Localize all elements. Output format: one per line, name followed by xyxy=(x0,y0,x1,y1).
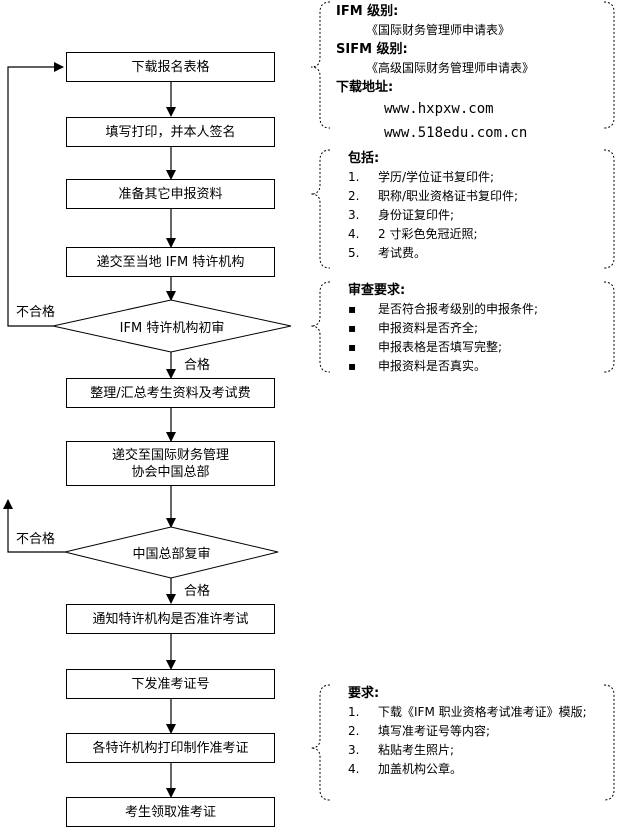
list-marker: 2. xyxy=(348,724,360,738)
note-ifm-level: IFM 级别: xyxy=(336,4,399,19)
step-submit-hq: 递交至国际财务管理 协会中国总部 xyxy=(66,441,275,486)
note-address-title: 下载地址: xyxy=(336,80,394,95)
step-print-ticket-label: 各特许机构打印制作准考证 xyxy=(92,740,249,756)
list-text: 粘贴考生照片; xyxy=(378,743,455,757)
list-item: 2. 填写准考证号等内容; xyxy=(348,722,610,741)
list-item: ▪ 是否符合报考级别的申报条件; xyxy=(348,300,610,319)
step-fill-print-sign: 填写打印，并本人签名 xyxy=(66,117,275,147)
diamond-ifm-review xyxy=(52,299,292,353)
edge-label-fail-2: 不合格 xyxy=(16,532,56,547)
brace-left-3 xyxy=(310,281,331,373)
step-prepare-materials: 准备其它申报资料 xyxy=(66,179,275,209)
step-issue-ticket-no-label: 下发准考证号 xyxy=(131,676,210,692)
note-requirements-title: 要求: xyxy=(348,686,380,701)
step-notify-agency-label: 通知特许机构是否准许考试 xyxy=(92,611,249,627)
edge-label-pass-1: 合格 xyxy=(184,358,211,373)
step-organize-fees: 整理/汇总考生资料及考试费 xyxy=(66,378,275,408)
list-marker: 1. xyxy=(348,170,360,184)
note-download: IFM 级别: 《国际财务管理师申请表》 SIFM 级别: 《高级国际财务管理师… xyxy=(336,2,606,145)
note-review-title: 审查要求: xyxy=(348,283,406,298)
list-text: 学历/学位证书复印件; xyxy=(378,170,495,184)
step-collect-ticket: 考生领取准考证 xyxy=(66,797,275,827)
note-url-2: www.518edu.com.cn xyxy=(384,125,528,141)
brace-left-1 xyxy=(310,1,331,129)
step-submit-hq-line1: 递交至国际财务管理 xyxy=(111,447,229,463)
list-item: 3. 身份证复印件; xyxy=(348,206,610,225)
list-marker: 4. xyxy=(348,227,360,241)
list-marker: 1. xyxy=(348,705,360,719)
step-organize-fees-label: 整理/汇总考生资料及考试费 xyxy=(90,385,251,401)
step-download-form: 下载报名表格 xyxy=(66,52,275,82)
list-marker: ▪ xyxy=(348,321,357,335)
step-issue-ticket-no: 下发准考证号 xyxy=(66,669,275,699)
list-item: ▪ 申报资料是否真实。 xyxy=(348,357,610,376)
brace-right-4 xyxy=(603,684,615,801)
brace-right-2 xyxy=(603,149,615,269)
step-submit-local-ifm-label: 递交至当地 IFM 特许机构 xyxy=(96,254,245,270)
list-text: 是否符合报考级别的申报条件; xyxy=(378,302,539,316)
list-marker: 3. xyxy=(348,743,360,757)
list-item: 1. 下载《IFM 职业资格考试准考证》模版; xyxy=(348,703,610,722)
diamond-hq-review xyxy=(64,526,279,579)
decision-hq-review-label: 中国总部复审 xyxy=(132,547,211,562)
fail-loop-1 xyxy=(7,62,64,327)
step-download-form-label: 下载报名表格 xyxy=(131,59,210,75)
edge-label-pass-2: 合格 xyxy=(184,584,211,599)
note-sifm-form: 《高级国际财务管理师申请表》 xyxy=(366,61,535,75)
list-text: 职称/职业资格证书复印件; xyxy=(378,189,519,203)
list-item: 4. 加盖机构公章。 xyxy=(348,760,610,779)
list-text: 申报资料是否真实。 xyxy=(378,359,487,373)
step-collect-ticket-label: 考生领取准考证 xyxy=(124,804,216,820)
list-item: ▪ 申报资料是否齐全; xyxy=(348,319,610,338)
list-item: 1. 学历/学位证书复印件; xyxy=(348,168,610,187)
step-submit-hq-line2: 协会中国总部 xyxy=(131,464,210,480)
step-print-ticket: 各特许机构打印制作准考证 xyxy=(66,733,275,763)
list-text: 考试费。 xyxy=(378,246,427,260)
list-marker: ▪ xyxy=(348,340,357,354)
list-item: ▪ 申报表格是否填写完整; xyxy=(348,338,610,357)
note-url-1: www.hxpxw.com xyxy=(384,101,494,117)
list-text: 申报资料是否齐全; xyxy=(378,321,479,335)
brace-right-3 xyxy=(603,281,615,373)
list-marker: 5. xyxy=(348,246,360,260)
list-text: 加盖机构公章。 xyxy=(378,762,463,776)
brace-left-4 xyxy=(310,684,331,801)
list-marker: ▪ xyxy=(348,302,357,316)
list-text: 2 寸彩色免冠近照; xyxy=(378,227,478,241)
list-item: 2. 职称/职业资格证书复印件; xyxy=(348,187,610,206)
list-text: 下载《IFM 职业资格考试准考证》模版; xyxy=(378,705,587,719)
list-text: 填写准考证号等内容; xyxy=(378,724,491,738)
list-text: 身份证复印件; xyxy=(378,208,455,222)
step-notify-agency: 通知特许机构是否准许考试 xyxy=(66,604,275,634)
note-requirements: 要求: 1.下载《IFM 职业资格考试准考证》模版; 2.填写准考证号等内容; … xyxy=(348,684,610,779)
edge-label-fail-1: 不合格 xyxy=(16,305,56,320)
note-review: 审查要求: ▪ 是否符合报考级别的申报条件; ▪ 申报资料是否齐全; ▪ 申报表格是否… xyxy=(348,281,610,376)
list-item: 4. 2 寸彩色免冠近照; xyxy=(348,225,610,244)
brace-left-2 xyxy=(310,149,331,269)
list-marker: 4. xyxy=(348,762,360,776)
note-includes: 包括: 1. 学历/学位证书复印件; 2. 职称/职业资格证书复印件; 3. 身份证复… xyxy=(348,149,610,263)
step-submit-local-ifm: 递交至当地 IFM 特许机构 xyxy=(66,247,275,277)
list-marker: ▪ xyxy=(348,359,357,373)
brace-right-1 xyxy=(603,1,615,129)
step-prepare-materials-label: 准备其它申报资料 xyxy=(118,186,223,202)
step-fill-print-sign-label: 填写打印，并本人签名 xyxy=(105,124,236,140)
list-text: 申报表格是否填写完整; xyxy=(378,340,503,354)
list-marker: 3. xyxy=(348,208,360,222)
list-item: 3. 粘贴考生照片; xyxy=(348,741,610,760)
fail-loop-2 xyxy=(2,499,65,553)
list-item: 5. 考试费。 xyxy=(348,244,610,263)
note-sifm-level: SIFM 级别: xyxy=(336,42,408,57)
note-includes-title: 包括: xyxy=(348,151,380,166)
decision-ifm-review-label: IFM 特许机构初审 xyxy=(119,321,225,336)
note-ifm-form: 《国际财务管理师申请表》 xyxy=(366,23,511,37)
list-marker: 2. xyxy=(348,189,360,203)
